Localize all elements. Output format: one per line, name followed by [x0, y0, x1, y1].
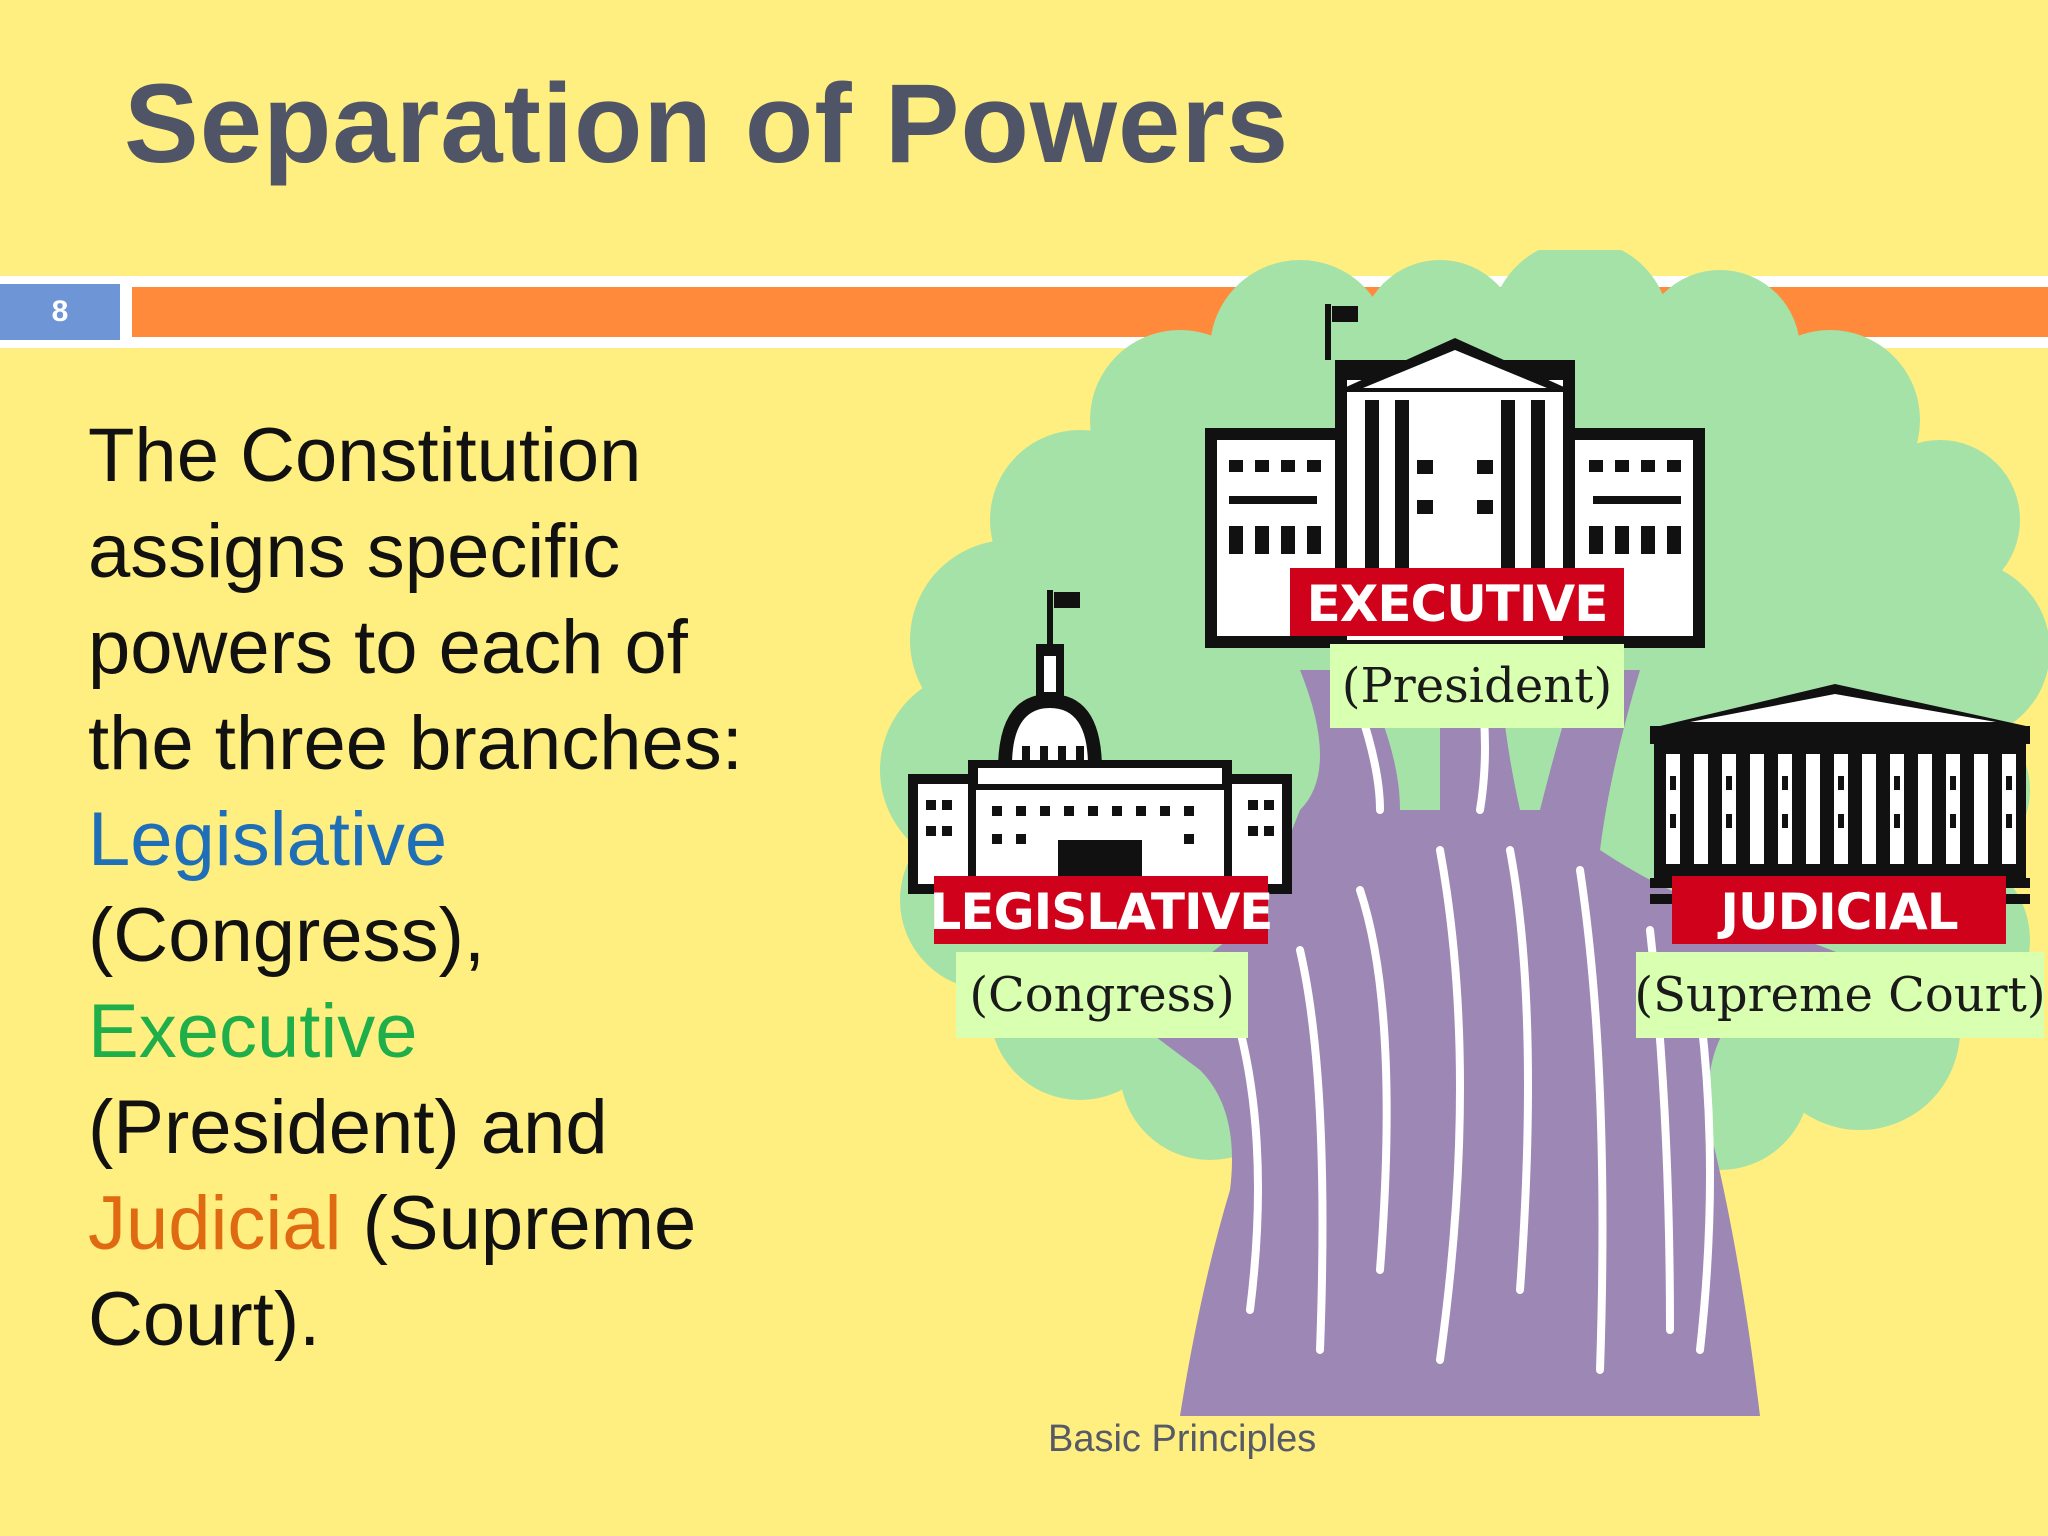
capitol-icon: [908, 590, 1292, 894]
body-line-2: assigns specific: [88, 509, 621, 594]
legislative-word: Legislative: [88, 797, 448, 882]
judicial-word: Judicial: [88, 1181, 342, 1266]
executive-sub-text: (President): [1342, 658, 1612, 714]
judicial-sub-text: (Supreme Court): [1634, 967, 2045, 1023]
legislative-sub-label: (Congress): [956, 952, 1248, 1038]
body-text: The Constitution assigns specific powers…: [88, 408, 828, 1368]
body-line-1: The Constitution: [88, 413, 642, 498]
body-line-3: powers to each of: [88, 605, 688, 690]
supreme-text: (Supreme: [341, 1181, 697, 1266]
congress-text: (Congress),: [88, 893, 485, 978]
court-text: Court).: [88, 1277, 321, 1362]
government-tree-diagram: EXECUTIVE (President) LEGISLATIVE: [880, 250, 2048, 1416]
slide-number: 8: [0, 284, 120, 340]
executive-label: EXECUTIVE: [1290, 568, 1624, 636]
slide-title: Separation of Powers: [124, 61, 1290, 186]
executive-word: Executive: [88, 989, 418, 1074]
judicial-sub-label: (Supreme Court): [1634, 952, 2046, 1038]
executive-label-text: EXECUTIVE: [1307, 575, 1608, 633]
legislative-label-text: LEGISLATIVE: [930, 883, 1273, 941]
body-line-4: the three branches:: [88, 701, 743, 786]
supreme-court-icon: [1650, 684, 2030, 904]
footer-text: Basic Principles: [1048, 1418, 1317, 1460]
legislative-sub-text: (Congress): [969, 967, 1234, 1023]
judicial-label: JUDICIAL: [1672, 876, 2006, 944]
tree-trunk: [1120, 650, 1880, 1416]
judicial-line: Judicial (Supreme: [88, 1176, 828, 1272]
judicial-label-text: JUDICIAL: [1717, 883, 1957, 941]
executive-sub-label: (President): [1330, 644, 1624, 728]
president-text: (President) and: [88, 1085, 608, 1170]
legislative-label: LEGISLATIVE: [930, 876, 1273, 944]
